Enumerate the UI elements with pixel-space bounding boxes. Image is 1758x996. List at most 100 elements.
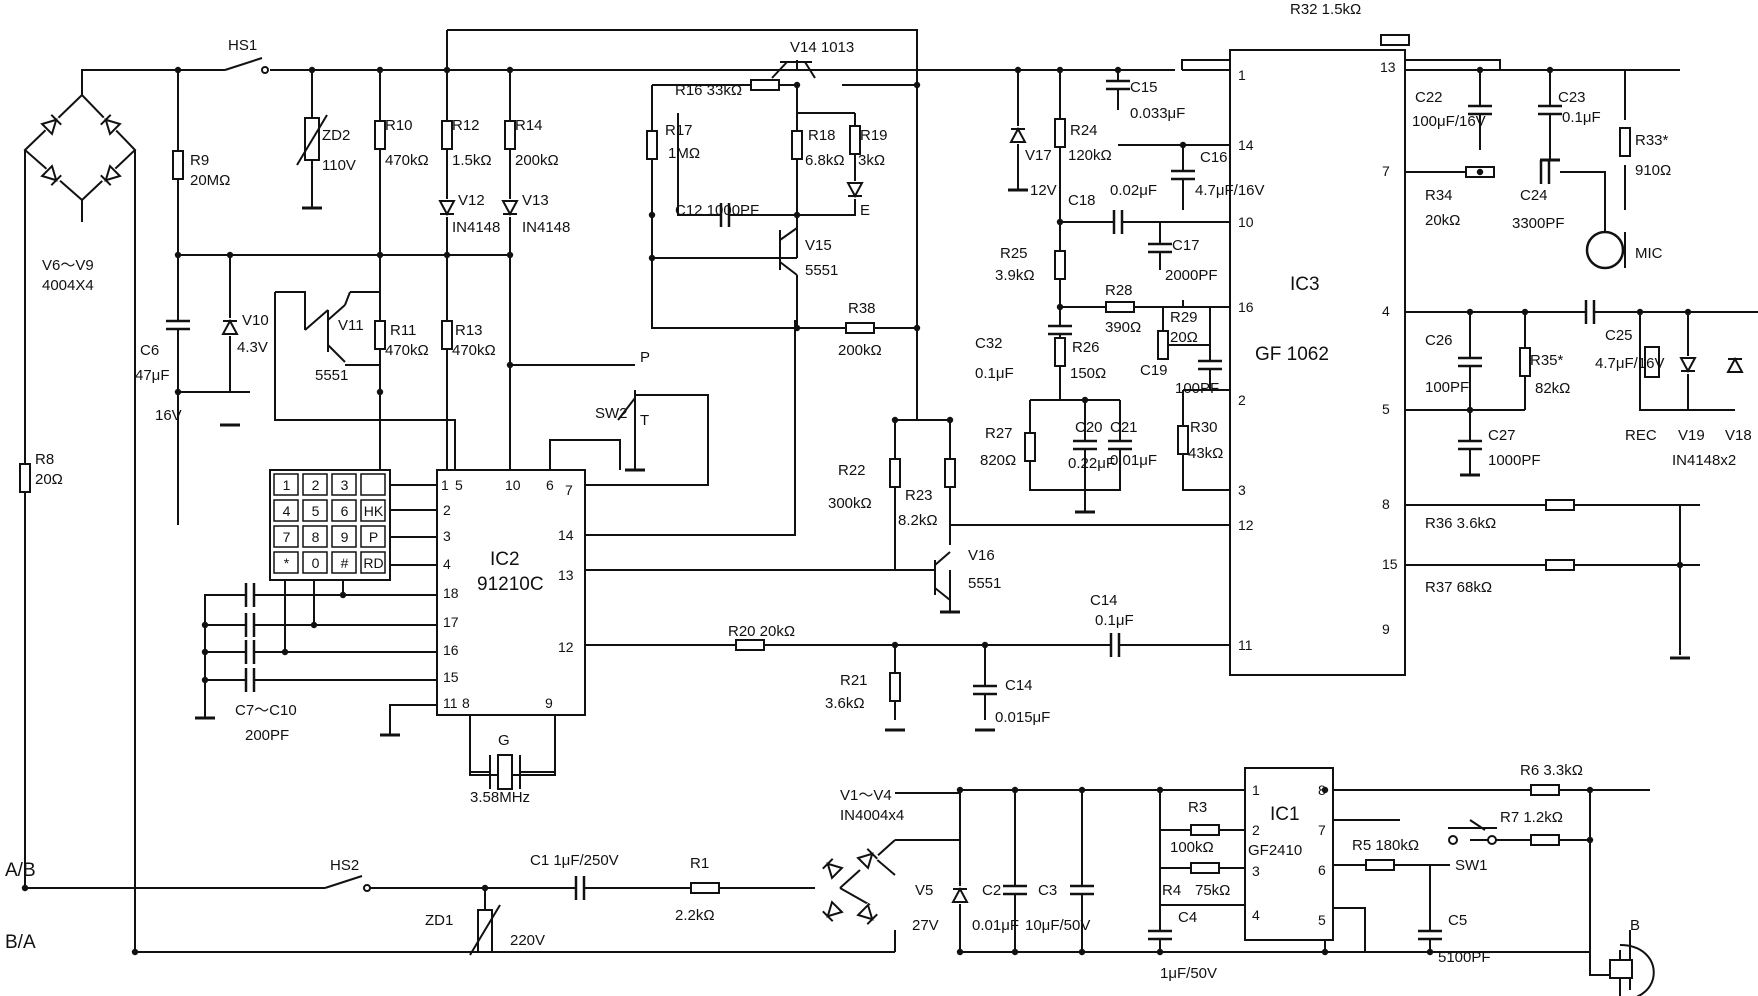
svg-text:100PF: 100PF xyxy=(1175,380,1219,397)
svg-text:200kΩ: 200kΩ xyxy=(515,152,559,169)
svg-text:C23: C23 xyxy=(1558,89,1586,106)
keypad-key-label: HK xyxy=(364,503,384,519)
bottom-section-wires xyxy=(25,789,1650,990)
svg-text:5: 5 xyxy=(1382,401,1390,417)
svg-text:120kΩ: 120kΩ xyxy=(1068,147,1112,164)
svg-text:C6: C6 xyxy=(140,342,159,359)
svg-text:HS1: HS1 xyxy=(228,37,257,54)
svg-text:R18: R18 xyxy=(808,127,836,144)
svg-text:3: 3 xyxy=(1238,482,1246,498)
svg-text:R35*: R35* xyxy=(1530,352,1564,369)
zener-varistors xyxy=(296,114,501,956)
svg-text:V1～V4: V1～V4 xyxy=(840,787,892,804)
svg-text:4004X4: 4004X4 xyxy=(42,277,94,294)
transistors xyxy=(327,61,951,601)
svg-text:C20: C20 xyxy=(1075,419,1103,436)
ic3-package: IC3 GF 1062 1 14 10 16 2 3 12 11 13 7 4 … xyxy=(1229,49,1406,676)
svg-text:C22: C22 xyxy=(1415,89,1443,106)
svg-text:V15: V15 xyxy=(805,237,832,254)
keypad-key[interactable] xyxy=(360,473,386,496)
svg-text:R7 1.2kΩ: R7 1.2kΩ xyxy=(1500,809,1563,826)
svg-text:910Ω: 910Ω xyxy=(1635,162,1671,179)
svg-text:R17: R17 xyxy=(665,122,693,139)
keypad-key[interactable] xyxy=(302,473,328,496)
svg-text:R19: R19 xyxy=(860,127,888,144)
svg-text:150Ω: 150Ω xyxy=(1070,365,1106,382)
svg-text:V18: V18 xyxy=(1725,427,1752,444)
keypad-key-label: 7 xyxy=(283,529,291,545)
svg-text:3: 3 xyxy=(1252,863,1260,879)
keypad-key-label: 3 xyxy=(341,477,349,493)
keypad-key[interactable] xyxy=(302,525,328,548)
bridge-top-diodes xyxy=(38,110,124,190)
keypad-key[interactable] xyxy=(360,551,386,574)
svg-text:13: 13 xyxy=(1380,59,1396,75)
svg-text:0.015μF: 0.015μF xyxy=(995,709,1050,726)
svg-text:14: 14 xyxy=(558,527,574,543)
svg-text:R13: R13 xyxy=(455,322,483,339)
svg-text:11: 11 xyxy=(443,695,458,711)
svg-text:1000PF: 1000PF xyxy=(1488,452,1541,469)
terminal-b: B/A xyxy=(5,932,36,953)
svg-text:12: 12 xyxy=(1238,517,1254,533)
keypad-key-label: P xyxy=(369,529,378,545)
svg-text:R27: R27 xyxy=(985,425,1013,442)
svg-text:C12 1000PF: C12 1000PF xyxy=(675,202,759,219)
svg-text:R28: R28 xyxy=(1105,282,1133,299)
svg-text:V17: V17 xyxy=(1025,147,1052,164)
svg-text:V14 1013: V14 1013 xyxy=(790,39,854,56)
svg-text:3.58MHz: 3.58MHz xyxy=(470,789,530,806)
svg-text:0.1μF: 0.1μF xyxy=(1095,612,1134,629)
keypad-key[interactable] xyxy=(360,525,386,548)
svg-text:C15: C15 xyxy=(1130,79,1158,96)
svg-text:1μF/50V: 1μF/50V xyxy=(1160,965,1217,982)
svg-text:390Ω: 390Ω xyxy=(1105,319,1141,336)
keypad-key-label: 0 xyxy=(312,555,320,571)
svg-text:3kΩ: 3kΩ xyxy=(858,152,885,169)
svg-text:47μF: 47μF xyxy=(135,367,170,384)
svg-text:R20 20kΩ: R20 20kΩ xyxy=(728,623,795,640)
keypad-key[interactable] xyxy=(273,525,299,548)
svg-text:6: 6 xyxy=(546,477,554,493)
svg-text:6: 6 xyxy=(1318,862,1326,878)
svg-text:0.033μF: 0.033μF xyxy=(1130,105,1185,122)
keypad-key-label: 9 xyxy=(341,529,349,545)
keypad-key[interactable] xyxy=(302,551,328,574)
keypad-key-label: 4 xyxy=(283,503,291,519)
keypad-key[interactable] xyxy=(331,473,357,496)
keypad-key[interactable] xyxy=(331,551,357,574)
svg-text:2: 2 xyxy=(1238,392,1246,408)
buzzer-b xyxy=(1609,944,1655,996)
keypad-key[interactable] xyxy=(273,551,299,574)
svg-text:16V: 16V xyxy=(155,407,182,424)
svg-text:3: 3 xyxy=(443,528,451,544)
keypad-key[interactable] xyxy=(302,499,328,522)
svg-text:9: 9 xyxy=(1382,621,1390,637)
labels: A/B B/A V6～V9 4004X4 V1～V4 IN4004x4 HS1 … xyxy=(5,1,1752,982)
keypad-key[interactable] xyxy=(360,499,386,522)
svg-text:4.3V: 4.3V xyxy=(237,339,268,356)
keypad-key-label: RD xyxy=(363,555,383,571)
svg-text:0.22μF: 0.22μF xyxy=(1068,455,1115,472)
svg-text:20kΩ: 20kΩ xyxy=(1425,212,1460,229)
svg-text:12V: 12V xyxy=(1030,182,1057,199)
keypad-key[interactable] xyxy=(331,525,357,548)
svg-text:V11: V11 xyxy=(338,317,364,334)
switches xyxy=(224,57,1497,892)
svg-text:110V: 110V xyxy=(322,157,356,174)
keypad-key[interactable] xyxy=(331,499,357,522)
keypad-key-label: 1 xyxy=(283,477,291,493)
svg-text:75kΩ: 75kΩ xyxy=(1195,882,1230,899)
svg-text:0.02μF: 0.02μF xyxy=(1110,182,1157,199)
svg-text:20MΩ: 20MΩ xyxy=(190,172,230,189)
keypad-key[interactable] xyxy=(273,499,299,522)
svg-text:1: 1 xyxy=(1252,782,1260,798)
keypad-key[interactable] xyxy=(273,473,299,496)
svg-text:V10: V10 xyxy=(242,312,269,329)
svg-text:C27: C27 xyxy=(1488,427,1516,444)
svg-text:R29: R29 xyxy=(1170,309,1198,326)
svg-text:0.1μF: 0.1μF xyxy=(975,365,1014,382)
svg-text:9: 9 xyxy=(545,695,553,711)
svg-text:0.01μF: 0.01μF xyxy=(1110,452,1157,469)
